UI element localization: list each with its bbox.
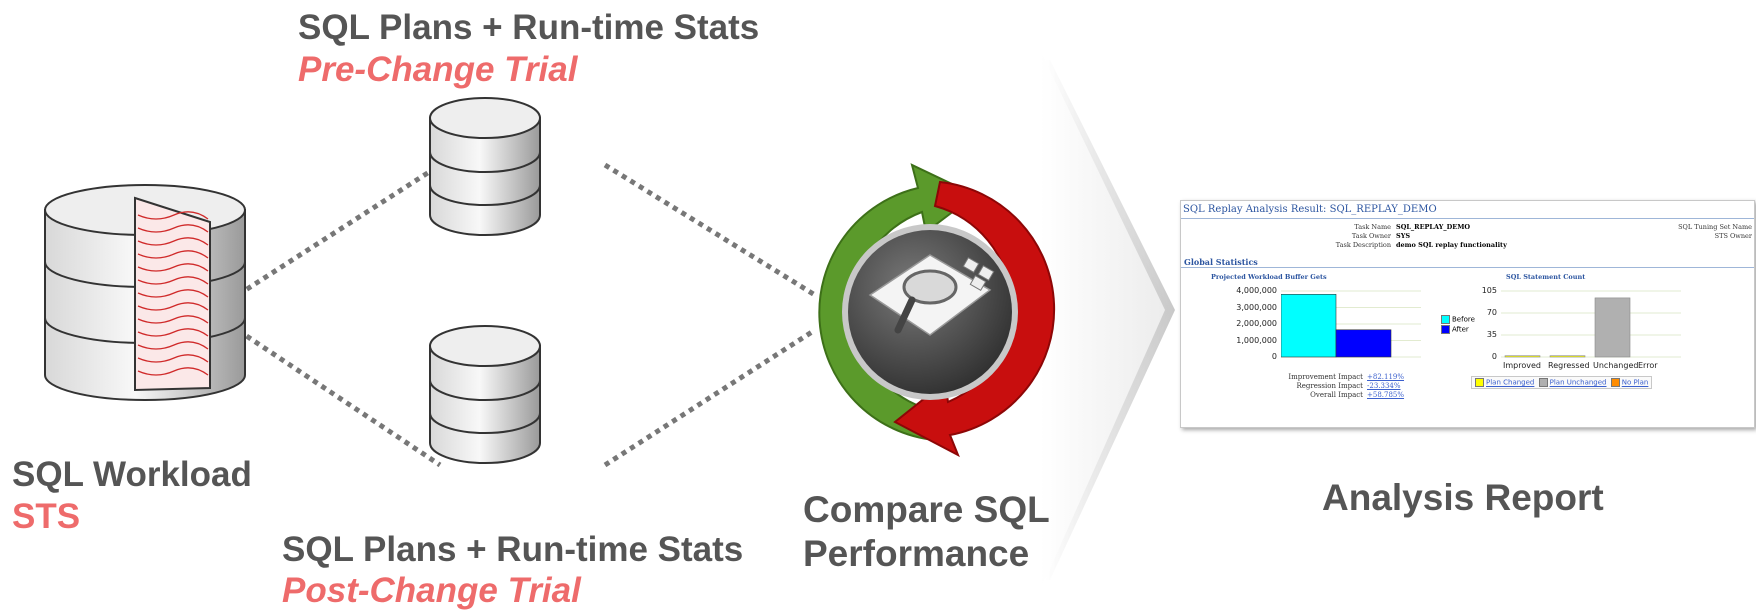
no-plan-link[interactable]: No Plan bbox=[1621, 378, 1649, 387]
sts-name-label: SQL Tuning Set Name bbox=[1678, 223, 1752, 231]
post-change-database-icon bbox=[429, 325, 541, 464]
y-tick-label: 1,000,000 bbox=[1236, 335, 1277, 345]
regression-impact-link[interactable]: -23.334% bbox=[1367, 382, 1401, 390]
global-statistics-heading: Global Statistics bbox=[1184, 257, 1258, 267]
workload-sts-label: STS bbox=[12, 497, 81, 536]
report-title: SQL Replay Analysis Result: SQL_REPLAY_D… bbox=[1183, 204, 1437, 215]
pre-change-title: SQL Plans + Run-time Stats bbox=[298, 8, 760, 47]
x-tick-label: Unchanged bbox=[1593, 361, 1639, 370]
analysis-report-caption: Analysis Report bbox=[1322, 477, 1604, 518]
task-desc-label: Task Description bbox=[1335, 241, 1391, 249]
connector-workload-post bbox=[228, 322, 442, 468]
statement-count-chart-title: SQL Statement Count bbox=[1506, 273, 1586, 281]
bar-after bbox=[1335, 329, 1392, 358]
connector-post-compare bbox=[603, 327, 817, 468]
y-tick-label: 105 bbox=[1481, 286, 1497, 295]
task-owner-value: SYS bbox=[1396, 232, 1411, 240]
pre-change-trial-label: Pre-Change Trial bbox=[298, 50, 578, 89]
task-name-value: SQL_REPLAY_DEMO bbox=[1396, 223, 1471, 231]
compare-cycle-icon bbox=[818, 163, 1056, 458]
pre-change-database-icon bbox=[429, 97, 541, 236]
task-owner-label: Task Owner bbox=[1351, 232, 1391, 240]
overall-impact-label: Overall Impact bbox=[1310, 391, 1363, 399]
regression-impact-label: Regression Impact bbox=[1296, 382, 1363, 390]
workload-title: SQL Workload bbox=[12, 455, 252, 494]
analysis-report-panel: SQL Replay Analysis Result: SQL_REPLAY_D… bbox=[1180, 200, 1755, 428]
compare-label-line1: Compare SQL bbox=[803, 489, 1050, 530]
y-tick-label: 0 bbox=[1491, 352, 1497, 361]
chevron-separator bbox=[1040, 50, 1175, 590]
plan-changed-link[interactable]: Plan Changed bbox=[1486, 378, 1535, 387]
statement-count-chart bbox=[1501, 290, 1681, 358]
legend-after: After bbox=[1441, 325, 1469, 334]
buffer-gets-chart bbox=[1281, 290, 1421, 358]
y-tick-label: 70 bbox=[1486, 308, 1497, 317]
report-title-divider bbox=[1181, 218, 1754, 219]
improvement-impact-label: Improvement Impact bbox=[1288, 373, 1363, 381]
bar-before bbox=[1281, 294, 1337, 358]
legend-before: Before bbox=[1441, 315, 1475, 324]
buffer-gets-chart-title: Projected Workload Buffer Gets bbox=[1211, 273, 1327, 281]
y-tick-label: 3,000,000 bbox=[1236, 302, 1277, 312]
workload-database-icon bbox=[44, 184, 246, 401]
connector-workload-pre bbox=[228, 162, 442, 303]
connector-pre-compare bbox=[603, 162, 817, 298]
overall-impact-link[interactable]: +58.785% bbox=[1367, 391, 1405, 399]
x-tick-label: Improved bbox=[1503, 361, 1541, 370]
improvement-impact-link[interactable]: +82.119% bbox=[1367, 373, 1405, 381]
post-change-title: SQL Plans + Run-time Stats bbox=[282, 530, 744, 569]
x-tick-label: Error bbox=[1638, 361, 1658, 370]
bar-unchanged bbox=[1594, 297, 1631, 358]
bar-regressed bbox=[1549, 355, 1586, 358]
global-statistics-divider bbox=[1181, 267, 1754, 268]
plan-legend: Plan Changed Plan Unchanged No Plan bbox=[1471, 376, 1653, 389]
y-tick-label: 35 bbox=[1486, 330, 1497, 339]
sts-owner-label: STS Owner bbox=[1714, 232, 1752, 240]
post-change-trial-label: Post-Change Trial bbox=[282, 571, 581, 610]
y-tick-label: 4,000,000 bbox=[1236, 286, 1277, 295]
bar-improved bbox=[1504, 355, 1541, 358]
y-tick-label: 2,000,000 bbox=[1236, 319, 1277, 328]
task-desc-value: demo SQL replay functionality bbox=[1396, 241, 1507, 249]
compare-label-line2: Performance bbox=[803, 533, 1030, 574]
plan-unchanged-link[interactable]: Plan Unchanged bbox=[1549, 378, 1607, 387]
task-name-label: Task Name bbox=[1354, 223, 1391, 231]
x-tick-label: Regressed bbox=[1548, 361, 1590, 370]
y-tick-label: 0 bbox=[1271, 352, 1277, 361]
